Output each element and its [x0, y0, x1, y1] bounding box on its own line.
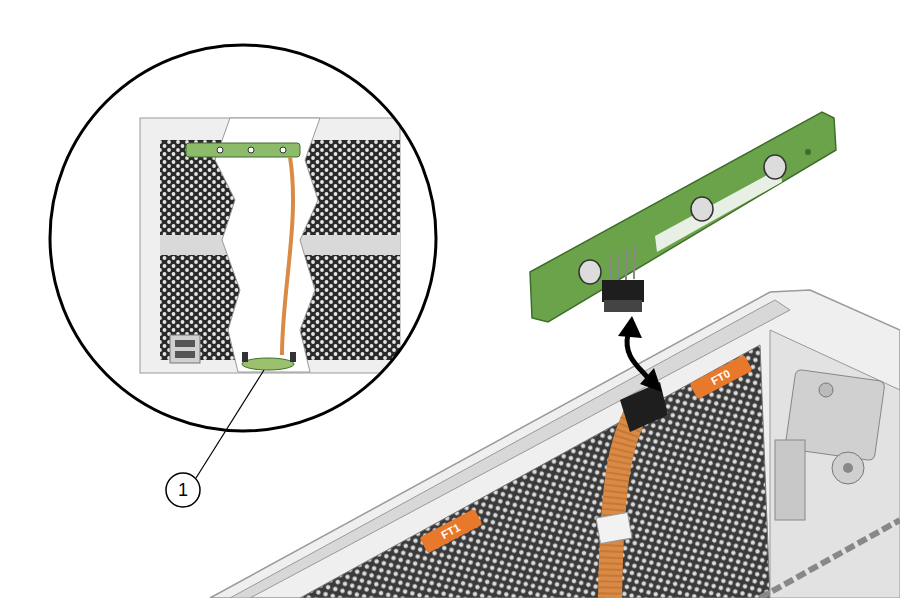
- callout-leader: [166, 370, 264, 507]
- detail-inset: [50, 45, 436, 431]
- led-board: [530, 112, 836, 322]
- callout-number: 1: [178, 481, 188, 499]
- motion-arrow: [618, 316, 662, 392]
